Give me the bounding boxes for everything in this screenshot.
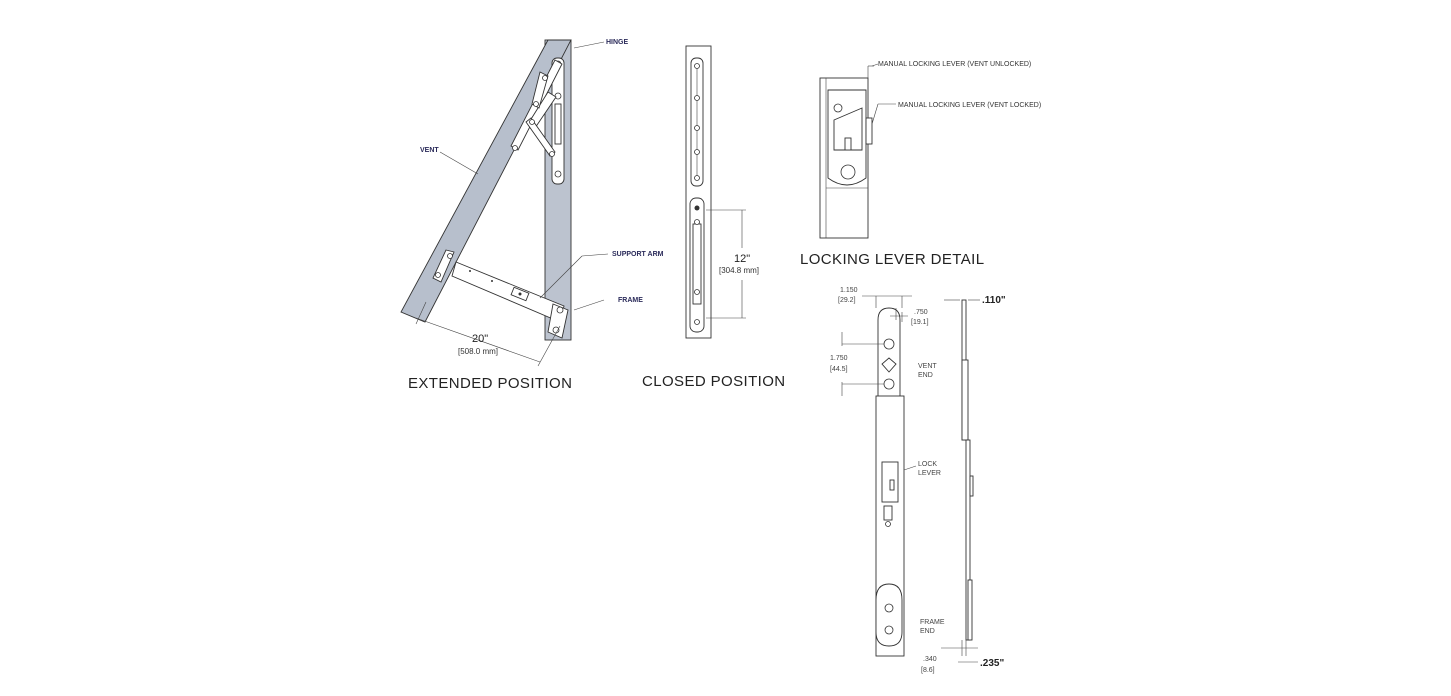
manual-lever-locked-callout: MANUAL LOCKING LEVER (VENT LOCKED) [898, 102, 1041, 109]
extended-position-title: EXTENDED POSITION [408, 375, 572, 392]
end-dim-mm: [19.1] [911, 319, 929, 326]
manual-lever-unlocked-callout: MANUAL LOCKING LEVER (VENT UNLOCKED) [878, 61, 1031, 68]
closed-position-view: 12" [304.8 mm] CLOSED POSITION [642, 45, 786, 390]
closed-length-mm: [304.8 mm] [719, 266, 759, 275]
frame-end-label-1: FRAME [920, 619, 945, 626]
locking-lever-detail-title: LOCKING LEVER DETAIL [800, 251, 984, 268]
hinge-callout: HINGE [606, 39, 629, 46]
extended-position-view: HINGE VENT SUPPORT ARM FRAME 20" [508.0 … [400, 39, 664, 392]
vent-end-label-2: END [918, 372, 933, 379]
frame-end-label-2: END [920, 628, 935, 635]
closed-length-dim: 12" [734, 253, 750, 265]
vent-callout: VENT [420, 147, 439, 154]
closed-position-title: CLOSED POSITION [642, 373, 786, 390]
width-dim-in: 1.150 [840, 287, 858, 294]
lock-lever-label-2: LEVER [918, 470, 941, 477]
support-arm-callout: SUPPORT ARM [612, 251, 664, 258]
dimension-detail-view: 1.150 [29.2] .750 [19.1] .110" 1.750 [44… [830, 287, 1006, 674]
locking-lever-detail-view: MANUAL LOCKING LEVER (VENT UNLOCKED) MAN… [800, 61, 1041, 268]
frame-callout: FRAME [618, 297, 643, 304]
thickness-dim: .110" [982, 295, 1006, 306]
offset-dim-mm: [8.6] [921, 667, 935, 674]
hole-spacing-mm: [44.5] [830, 366, 848, 373]
frame-thickness-dim: .235" [980, 658, 1004, 669]
lock-lever-label-1: LOCK [918, 461, 937, 468]
hole-spacing-in: 1.750 [830, 355, 848, 362]
extended-length-mm: [508.0 mm] [458, 347, 498, 356]
vent-end-label-1: VENT [918, 363, 937, 370]
vent-bar [400, 39, 572, 323]
offset-dim-in: .340 [923, 656, 937, 663]
end-dim-in: .750 [914, 309, 928, 316]
extended-length-dim: 20" [472, 333, 488, 345]
width-dim-mm: [29.2] [838, 297, 856, 304]
